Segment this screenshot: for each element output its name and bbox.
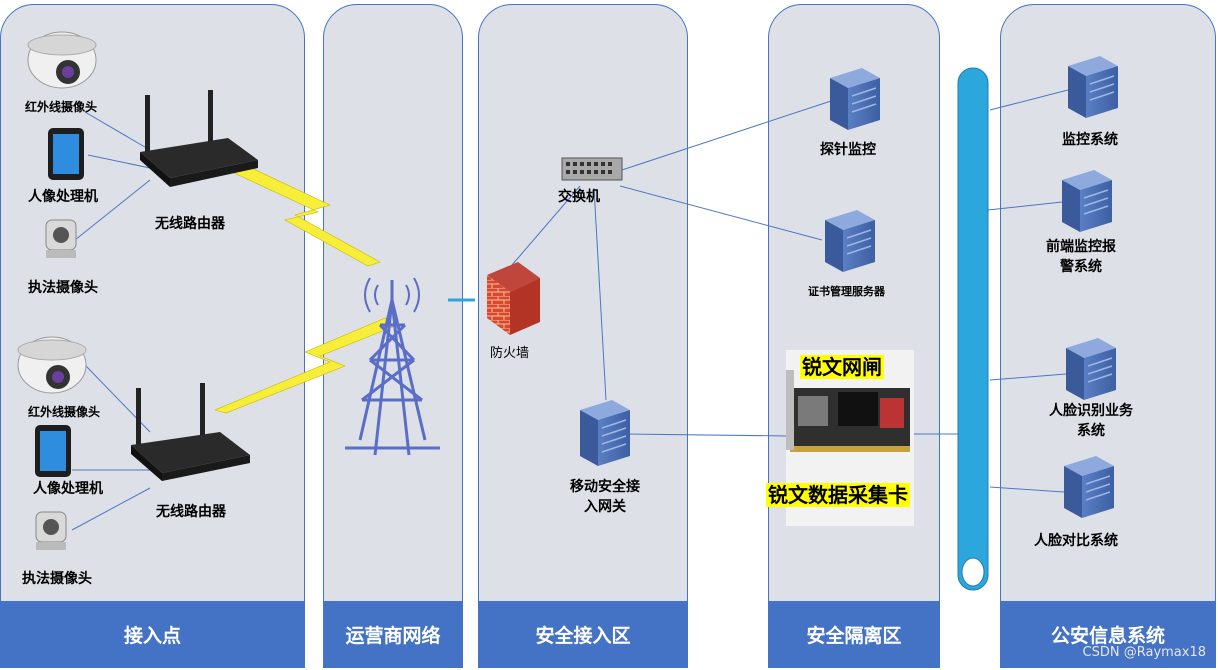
dome-camera-icon <box>27 31 97 89</box>
gatekeeper-highlight: 锐文网闸 <box>800 355 884 379</box>
capture-card-highlight: 锐文数据采集卡 <box>766 483 910 507</box>
monitor-system-label: 监控系统 <box>1062 132 1118 148</box>
connection-lines <box>71 89 1069 531</box>
server-icon <box>830 68 880 130</box>
tablet-icon <box>48 128 84 180</box>
cert-server-label: 证书管理服务器 <box>808 285 885 298</box>
ir-camera-label: 红外线摄像头 <box>25 100 98 114</box>
panel-footer-label: 安全接入区 <box>479 601 687 667</box>
panel-carrier-network: 运营商网络 <box>323 4 463 668</box>
frontend-alarm-label: 前端监控报 警系统 <box>1046 239 1116 275</box>
face-processor-label: 人像处理机 <box>28 189 98 205</box>
capture-card-label: 锐文数据采集卡 <box>766 479 910 508</box>
panel-secure-access: 安全接入区 <box>478 4 688 668</box>
tablet-icon <box>35 425 71 477</box>
gateway-label: 移动安全接 入网关 <box>570 479 640 515</box>
server-icon <box>580 400 630 466</box>
wireless-bolt <box>214 317 396 414</box>
law-camera-icon <box>45 219 77 258</box>
panel-footer-label: 安全隔离区 <box>769 601 939 667</box>
probe-label: 探针监控 <box>820 142 876 158</box>
panel-police-system: 公安信息系统 <box>1000 4 1216 668</box>
firewall-icon <box>487 262 540 335</box>
ir-camera-label: 红外线摄像头 <box>28 405 101 419</box>
face-recognition-label: 人脸识别业务 系统 <box>1049 403 1133 439</box>
router-label: 无线路由器 <box>155 216 225 232</box>
server-icon <box>1064 456 1114 518</box>
server-icon <box>1066 338 1116 400</box>
dome-camera-icon <box>17 336 87 394</box>
cell-tower-icon <box>345 277 440 456</box>
data-bus <box>957 67 989 591</box>
switch-icon <box>561 157 623 181</box>
panel-footer-label: 公安信息系统 <box>1001 601 1215 667</box>
face-compare-label: 人脸对比系统 <box>1034 533 1118 549</box>
server-icon <box>1068 56 1118 118</box>
gatekeeper-label: 锐文网闸 <box>800 351 884 380</box>
law-camera-label: 执法摄像头 <box>28 280 98 296</box>
panel-footer-label: 运营商网络 <box>324 601 462 667</box>
server-icon <box>1062 170 1112 232</box>
router-label: 无线路由器 <box>156 504 226 520</box>
server-icon <box>825 210 875 272</box>
wireless-bolt <box>231 164 381 267</box>
law-camera-icon <box>35 511 67 550</box>
watermark: CSDN @Raymax18 <box>1082 645 1206 660</box>
law-camera-label: 执法摄像头 <box>22 571 92 587</box>
router-icon <box>140 90 258 187</box>
switch-label: 交换机 <box>558 189 600 205</box>
panel-access-point: 接入点 <box>0 4 305 668</box>
firewall-label: 防火墙 <box>490 346 530 361</box>
panel-footer-label: 接入点 <box>1 601 304 667</box>
router-icon <box>131 383 250 481</box>
face-processor-label: 人像处理机 <box>33 481 103 497</box>
